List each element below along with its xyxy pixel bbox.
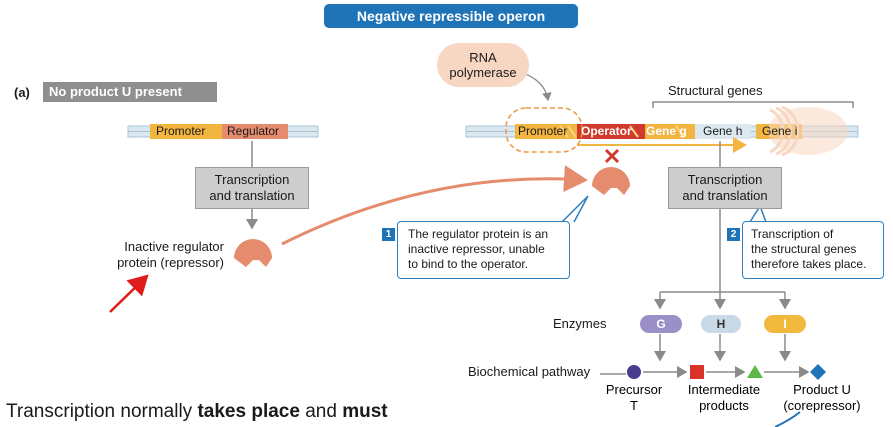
intermediate-triangle	[747, 365, 763, 378]
operator-segment	[577, 124, 645, 139]
step1-line1: The regulator protein is an	[408, 227, 549, 241]
precursor-label-2: T	[630, 398, 638, 413]
step1-callout: The regulator protein is an inactive rep…	[397, 221, 570, 279]
step2-line3: therefore takes place.	[751, 257, 867, 271]
pathway	[600, 364, 826, 380]
left-regulator-label: Regulator	[227, 124, 279, 138]
step2-line2: the structural genes	[751, 242, 857, 256]
precursor-label: Precursor	[606, 382, 663, 397]
caption-bold2: must	[342, 401, 388, 422]
right-transcription-box: Transcription and translation	[668, 167, 782, 209]
operator-label: Operator	[581, 124, 632, 138]
left-box-line2: and translation	[209, 188, 295, 203]
enzyme-h-pill: H	[701, 315, 741, 333]
gene-g-label: Gene g	[646, 124, 687, 138]
inactive-repressor-shape	[234, 239, 272, 267]
blocked-x-icon	[604, 148, 620, 164]
gene-h-label: Gene h	[703, 124, 742, 138]
rna-polymerase-outline	[505, 107, 583, 153]
pathway-label: Biochemical pathway	[468, 364, 591, 379]
intermediate-label: Intermediate	[688, 382, 760, 397]
enzyme-i-pill: I	[764, 315, 806, 333]
step1-line3: to bind to the operator.	[408, 257, 529, 271]
caption-part1: Transcription normally	[6, 401, 198, 422]
rna-polymerase-line1: RNA	[469, 50, 497, 65]
enzymes-label: Enzymes	[553, 316, 607, 331]
product-diamond	[810, 364, 826, 380]
caption-bold1: takes place	[197, 401, 300, 422]
step1-line2: inactive repressor, unable	[408, 242, 545, 256]
step1-number: 1	[382, 228, 395, 241]
rna-polymerase-line2: polymerase	[449, 65, 517, 80]
left-promoter-label: Promoter	[156, 124, 205, 138]
panel-label: No product U present	[43, 82, 217, 102]
enzyme-g-pill: G	[640, 315, 682, 333]
regulator-dna	[127, 124, 319, 139]
step2-callout: Transcription of the structural genes th…	[742, 221, 884, 279]
regulator-segment	[222, 124, 288, 139]
left-box-line1: Transcription	[214, 172, 290, 187]
product-label-2: (corepressor)	[783, 398, 860, 413]
operon-promoter-label: Promoter	[518, 124, 567, 138]
bottom-caption: Transcription normally takes place and m…	[6, 401, 388, 423]
panel-tag: (a)	[14, 85, 30, 100]
step2-line1: Transcription of	[751, 227, 834, 241]
intermediate-square	[690, 365, 704, 379]
gene-i-label: Gene i	[762, 124, 797, 138]
step2-number: 2	[727, 228, 740, 241]
inactive-regulator-line1: Inactive regulator	[124, 239, 224, 254]
promoter-segment	[150, 124, 222, 139]
diagram-title: Negative repressible operon	[324, 4, 578, 28]
rna-polymerase-bubble: RNA polymerase	[437, 43, 529, 87]
structural-genes-label: Structural genes	[668, 83, 763, 98]
gene-h-segment	[695, 124, 751, 139]
product-label: Product U	[793, 382, 851, 397]
precursor-circle	[627, 365, 641, 379]
right-box-line1: Transcription	[687, 172, 763, 187]
repressor-near-operator	[592, 167, 630, 195]
right-box-line2: and translation	[682, 188, 768, 203]
intermediate-label-2: products	[699, 398, 749, 413]
caption-part2: and	[299, 401, 343, 422]
inactive-regulator-label: Inactive regulator protein (repressor)	[90, 239, 224, 271]
inactive-regulator-line2: protein (repressor)	[117, 255, 224, 270]
left-transcription-box: Transcription and translation	[195, 167, 309, 209]
operon-dna	[465, 101, 859, 157]
